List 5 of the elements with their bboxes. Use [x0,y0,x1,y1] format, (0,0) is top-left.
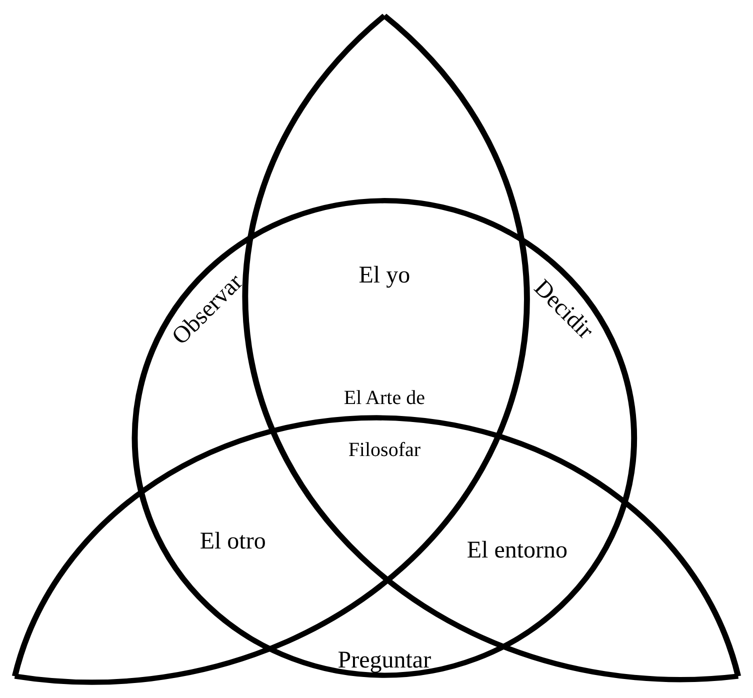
region-label: El entorno [466,538,568,565]
region-label: El otro [200,528,266,556]
region-label: Preguntar [338,648,432,675]
region-label: El Arte de Filosofar [342,386,426,464]
region-label: El yo [358,262,410,290]
